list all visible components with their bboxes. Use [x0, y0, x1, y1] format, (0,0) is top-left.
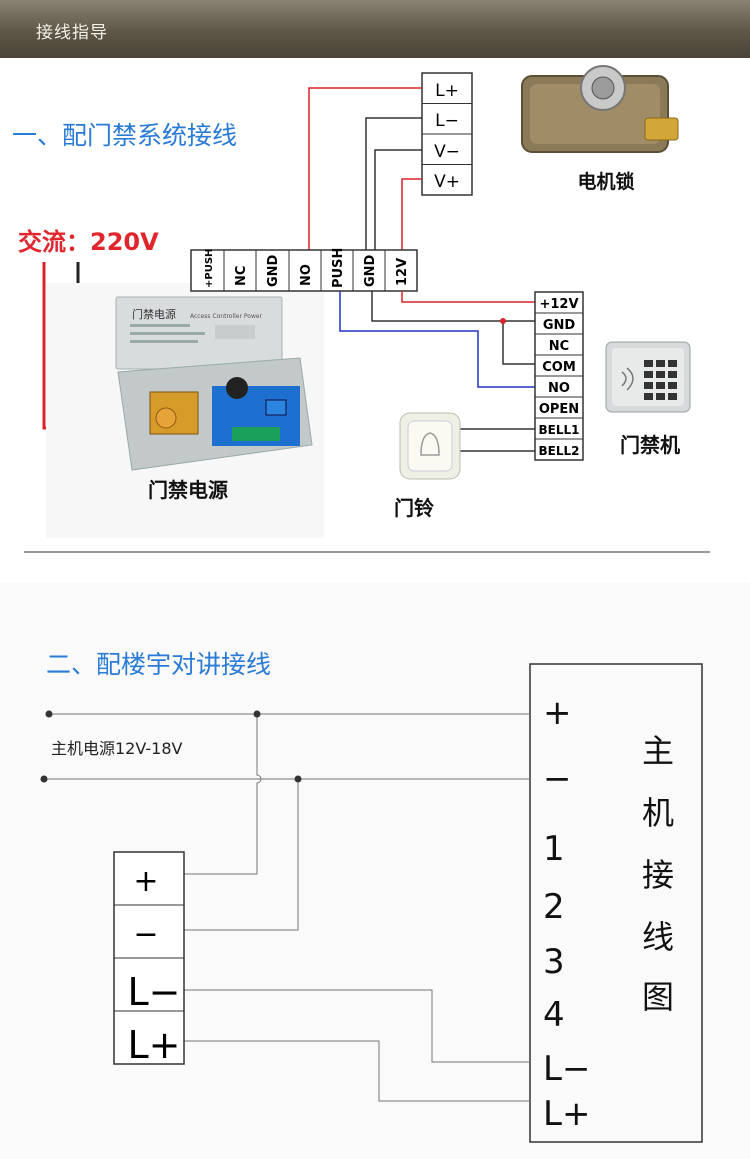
doorbell-wires [458, 428, 535, 452]
power-label: 门禁电源 [148, 478, 228, 502]
host-terminal-0: + [543, 693, 572, 733]
lock-wires [308, 87, 422, 250]
controller-terminal-2: GND [266, 254, 281, 287]
controller-terminal-3: NO [299, 264, 314, 286]
section1-title: 一、配门禁系统接线 [12, 121, 237, 150]
host-title-3: 线 [642, 918, 674, 956]
host-title-2: 接 [642, 856, 674, 894]
junction-dot [500, 318, 506, 324]
reader-terminal-7: BELL2 [539, 444, 580, 458]
reader-terminal-3: COM [542, 360, 576, 375]
bell-label: 门铃 [394, 496, 434, 520]
controller-terminal-1: NC [234, 266, 249, 286]
motor-lock-image [521, 65, 679, 153]
reader-terminal-6: BELL1 [539, 423, 580, 437]
controller-terminal-5: GND [363, 254, 378, 287]
power-device-title: 门禁电源 [132, 307, 176, 321]
reader-terminal-1: GND [543, 318, 576, 333]
left-terminal-2: L− [127, 970, 180, 1014]
reader-terminal-block: +12V GND NC COM NO OPEN BELL1 BELL2 [534, 291, 584, 461]
host-terminal-7: L+ [543, 1094, 590, 1134]
supply-label: 主机电源12V-18V [51, 739, 183, 758]
controller-terminal-6: 12V [395, 258, 410, 286]
doorbell-image [399, 412, 461, 480]
host-terminal-2: 1 [543, 829, 565, 869]
left-terminal-3: L+ [127, 1023, 180, 1067]
host-title: 主 机 接 线 图 [642, 732, 674, 1016]
reader-terminal-2: NC [549, 339, 569, 354]
lock-label: 电机锁 [577, 170, 634, 193]
reader-terminal-4: NO [548, 381, 570, 396]
section2-title: 二、配楼宇对讲接线 [46, 650, 271, 679]
controller-terminal-0: +PUSH [204, 249, 215, 288]
lock-terminal-3: V+ [434, 172, 460, 192]
host-terminal-6: L− [543, 1049, 590, 1089]
host-terminal-block [529, 663, 703, 1143]
reader-terminal-0: +12V [539, 297, 578, 312]
reader-wires [339, 291, 535, 388]
ac-label: 交流：220V [18, 228, 159, 256]
host-terminal-3: 2 [543, 887, 565, 927]
host-terminal-labels: + − 1 2 3 4 L− L+ [543, 693, 590, 1134]
host-title-4: 图 [642, 978, 674, 1016]
left-terminal-0: + [133, 864, 158, 899]
power-supply-image: 门禁电源 Access Controller Power [46, 283, 324, 538]
header-title: 接线指导 [36, 23, 108, 43]
access-reader-image [605, 341, 691, 413]
host-terminal-1: − [543, 759, 572, 799]
controller-terminal-strip: +PUSH NC GND NO PUSH GND 12V [190, 248, 418, 292]
lock-terminal-0: L+ [435, 81, 459, 101]
supply-wires [44, 713, 530, 1102]
lock-terminal-2: V− [434, 142, 460, 162]
left-terminal-1: − [133, 917, 158, 952]
host-terminal-4: 3 [543, 942, 565, 982]
left-terminal-block: + − L− L+ [113, 851, 185, 1067]
host-title-0: 主 [642, 732, 674, 770]
supply-dots [40, 710, 302, 783]
controller-terminal-4: PUSH [331, 248, 346, 288]
host-terminal-5: 4 [543, 995, 565, 1035]
lock-terminal-block: L+ L− V− V+ [421, 72, 473, 196]
lock-terminal-1: L− [435, 111, 459, 131]
reader-terminal-5: OPEN [539, 402, 579, 417]
host-title-1: 机 [642, 794, 674, 832]
power-device-subtitle: Access Controller Power [190, 313, 263, 320]
header-bar: 接线指导 [0, 0, 750, 58]
reader-label: 门禁机 [620, 433, 680, 457]
